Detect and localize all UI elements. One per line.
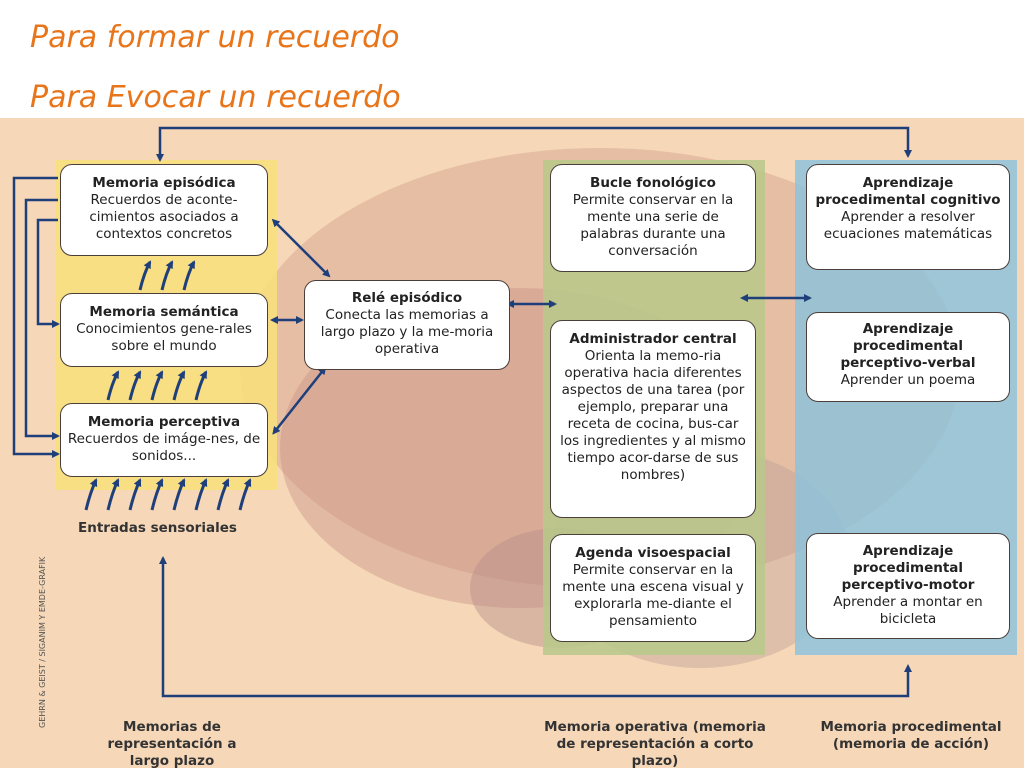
label-memoria-procedimental: Memoria procedimental (memoria de acción…: [820, 719, 1002, 752]
heading-recall-memory: Para Evocar un recuerdo: [30, 80, 401, 115]
credit-text: GEHRN & GEIST / SIGANIM Y EMDE-GRAFIK: [38, 556, 47, 728]
label-memorias-largo-plazo: Memorias de representación a largo plazo: [107, 719, 237, 768]
left-loop-arrow-outer: [12, 176, 60, 458]
box-description: Recuerdos de imáge-nes, de sonidos...: [67, 431, 261, 464]
box-description: Recuerdos de aconte-cimientos asociados …: [89, 192, 239, 242]
arrow-perceptiva-rele: [272, 366, 327, 435]
memory-diagram: Memoria episódica Recuerdos de aconte-ci…: [0, 118, 1024, 768]
box-memoria-perceptiva: Memoria perceptiva Recuerdos de imáge-ne…: [60, 403, 268, 477]
box-bucle-fonologico: Bucle fonológico Permite conservar en la…: [550, 164, 756, 272]
arrow-episodica-rele: [271, 218, 331, 278]
box-title: Aprendizaje procedimental cognitivo: [815, 175, 1001, 208]
box-title: Administrador central: [569, 331, 737, 347]
left-loop-arrow-middle: [24, 198, 60, 440]
label-entradas-sensoriales: Entradas sensoriales: [78, 520, 237, 536]
box-title: Aprendizaje procedimental perceptivo-ver…: [840, 321, 976, 371]
box-title: Memoria perceptiva: [87, 414, 241, 430]
box-aprendizaje-motor: Aprendizaje procedimental perceptivo-mot…: [806, 533, 1010, 639]
box-description: Aprender a montar en bicicleta: [833, 594, 983, 627]
box-description: Permite conservar en la mente una escena…: [562, 562, 744, 629]
bottom-loop-arrow: [159, 556, 912, 698]
left-loop-arrow-inner: [36, 218, 60, 328]
box-description: Permite conservar en la mente una serie …: [572, 192, 734, 259]
box-description: Conocimientos gene-rales sobre el mundo: [76, 321, 252, 354]
box-administrador-central: Administrador central Orienta la memo-ri…: [550, 320, 756, 518]
box-title: Memoria semántica: [89, 304, 239, 320]
box-title: Aprendizaje procedimental perceptivo-mot…: [841, 543, 975, 593]
box-memoria-episodica: Memoria episódica Recuerdos de aconte-ci…: [60, 164, 268, 256]
box-title: Agenda visoespacial: [575, 545, 731, 561]
arrow-layer: [12, 126, 912, 698]
box-agenda-visoespacial: Agenda visoespacial Permite conservar en…: [550, 534, 756, 642]
image-credit: GEHRN & GEIST / SIGANIM Y EMDE-GRAFIK: [38, 538, 52, 728]
box-aprendizaje-verbal: Aprendizaje procedimental perceptivo-ver…: [806, 312, 1010, 402]
box-description: Orienta la memo-ria operativa hacia dife…: [560, 348, 746, 483]
heading-form-memory: Para formar un recuerdo: [30, 20, 400, 55]
top-loop-arrow: [156, 126, 912, 162]
box-description: Conecta las memorias a largo plazo y la …: [320, 307, 494, 357]
box-memoria-semantica: Memoria semántica Conocimientos gene-ral…: [60, 293, 268, 367]
box-title: Memoria episódica: [92, 175, 236, 191]
box-description: Aprender a resolver ecuaciones matemátic…: [823, 209, 993, 242]
box-rele-episodico: Relé episódico Conecta las memorias a la…: [304, 280, 510, 370]
box-description: Aprender un poema: [840, 372, 976, 388]
box-aprendizaje-cognitivo: Aprendizaje procedimental cognitivo Apre…: [806, 164, 1010, 270]
box-title: Bucle fonológico: [590, 175, 716, 191]
label-memoria-operativa: Memoria operativa (memoria de representa…: [544, 719, 766, 768]
box-title: Relé episódico: [351, 290, 463, 306]
